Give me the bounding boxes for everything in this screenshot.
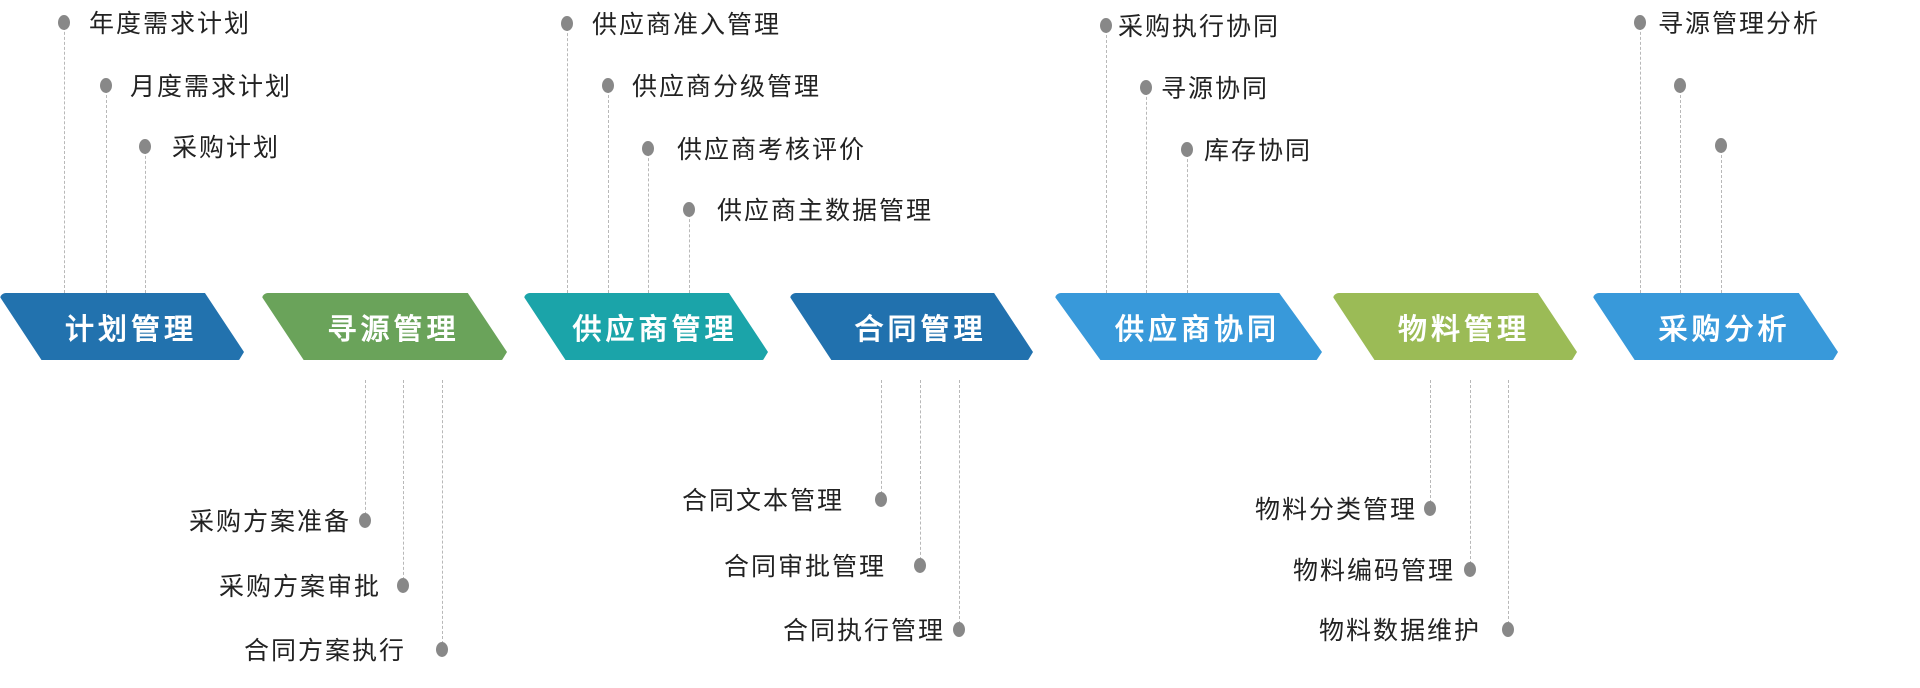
bullet-dot	[1424, 501, 1436, 516]
connector-line	[1508, 380, 1509, 629]
stage-block: 供应商协同	[1055, 293, 1322, 360]
stage-block: 供应商管理	[524, 293, 768, 360]
stage-label: 寻源管理	[327, 311, 460, 346]
connector-line	[959, 380, 960, 629]
stage-label: 供应商管理	[572, 311, 738, 346]
bullet-dot	[1674, 78, 1686, 93]
bottom-item-label: 采购方案准备	[188, 507, 351, 536]
bottom-item-label: 物料编码管理	[1292, 556, 1455, 585]
connector-line	[648, 148, 649, 293]
connector-line	[106, 85, 107, 293]
top-item-label: 供应商考核评价	[677, 135, 867, 164]
top-item-label: 采购计划	[172, 133, 281, 162]
stage-block: 采购分析	[1593, 293, 1838, 360]
bottom-item-label: 合同文本管理	[681, 486, 844, 515]
stage-label: 计划管理	[64, 311, 197, 346]
connector-line	[1106, 25, 1107, 293]
bullet-dot	[875, 492, 887, 507]
bullet-dot	[1502, 622, 1514, 637]
connector-line	[365, 380, 366, 520]
top-item-label: 月度需求计划	[130, 72, 293, 101]
bottom-item-label: 合同执行管理	[782, 616, 945, 645]
connector-line	[920, 380, 921, 565]
bullet-dot	[683, 202, 695, 217]
bullet-dot	[139, 139, 151, 154]
stage-label: 合同管理	[854, 311, 987, 346]
bullet-dot	[1100, 18, 1112, 33]
bullet-dot	[1181, 142, 1193, 157]
stage-label: 采购分析	[1658, 311, 1791, 346]
bullet-dot	[561, 16, 573, 31]
bullet-dot	[1140, 80, 1152, 95]
bottom-item-label: 合同审批管理	[723, 552, 886, 581]
bullet-dot	[1634, 15, 1646, 30]
connector-line	[567, 23, 568, 293]
bottom-item-label: 物料数据维护	[1318, 616, 1481, 645]
connector-line	[689, 209, 690, 293]
connector-line	[1680, 85, 1681, 293]
bullet-dot	[397, 578, 409, 593]
connector-line	[1146, 87, 1147, 293]
top-item-label: 供应商准入管理	[592, 10, 782, 39]
bullet-dot	[914, 558, 926, 573]
connector-line	[442, 380, 443, 649]
connector-line	[145, 146, 146, 293]
bullet-dot	[100, 78, 112, 93]
connector-line	[1187, 149, 1188, 293]
top-item-label: 采购执行协同	[1118, 12, 1281, 41]
top-item-label: 库存协同	[1204, 136, 1313, 165]
bullet-dot	[953, 622, 965, 637]
bottom-item-label: 物料分类管理	[1254, 495, 1417, 524]
stage-block: 物料管理	[1333, 293, 1577, 360]
top-item-label: 寻源协同	[1161, 74, 1270, 103]
top-item-label: 年度需求计划	[89, 9, 252, 38]
connector-line	[64, 22, 65, 293]
connector-line	[608, 85, 609, 293]
stage-label: 物料管理	[1397, 311, 1530, 346]
connector-line	[1721, 145, 1722, 293]
bullet-dot	[1715, 138, 1727, 153]
connector-line	[1470, 380, 1471, 569]
connector-line	[881, 380, 882, 499]
top-item-label: 寻源管理分析	[1658, 9, 1821, 38]
bullet-dot	[436, 642, 448, 657]
top-item-label: 供应商主数据管理	[717, 196, 934, 225]
stage-label: 供应商协同	[1114, 311, 1280, 346]
stage-block: 合同管理	[790, 293, 1033, 360]
bottom-item-label: 合同方案执行	[243, 636, 406, 665]
connector-line	[1430, 380, 1431, 508]
stage-block: 寻源管理	[262, 293, 507, 360]
bullet-dot	[359, 513, 371, 528]
bullet-dot	[58, 15, 70, 30]
bullet-dot	[642, 141, 654, 156]
connector-line	[403, 380, 404, 585]
bullet-dot	[602, 78, 614, 93]
stage-block: 计划管理	[0, 293, 244, 360]
connector-line	[1640, 22, 1641, 293]
top-item-label: 供应商分级管理	[632, 72, 822, 101]
bullet-dot	[1464, 562, 1476, 577]
bottom-item-label: 采购方案审批	[218, 572, 381, 601]
